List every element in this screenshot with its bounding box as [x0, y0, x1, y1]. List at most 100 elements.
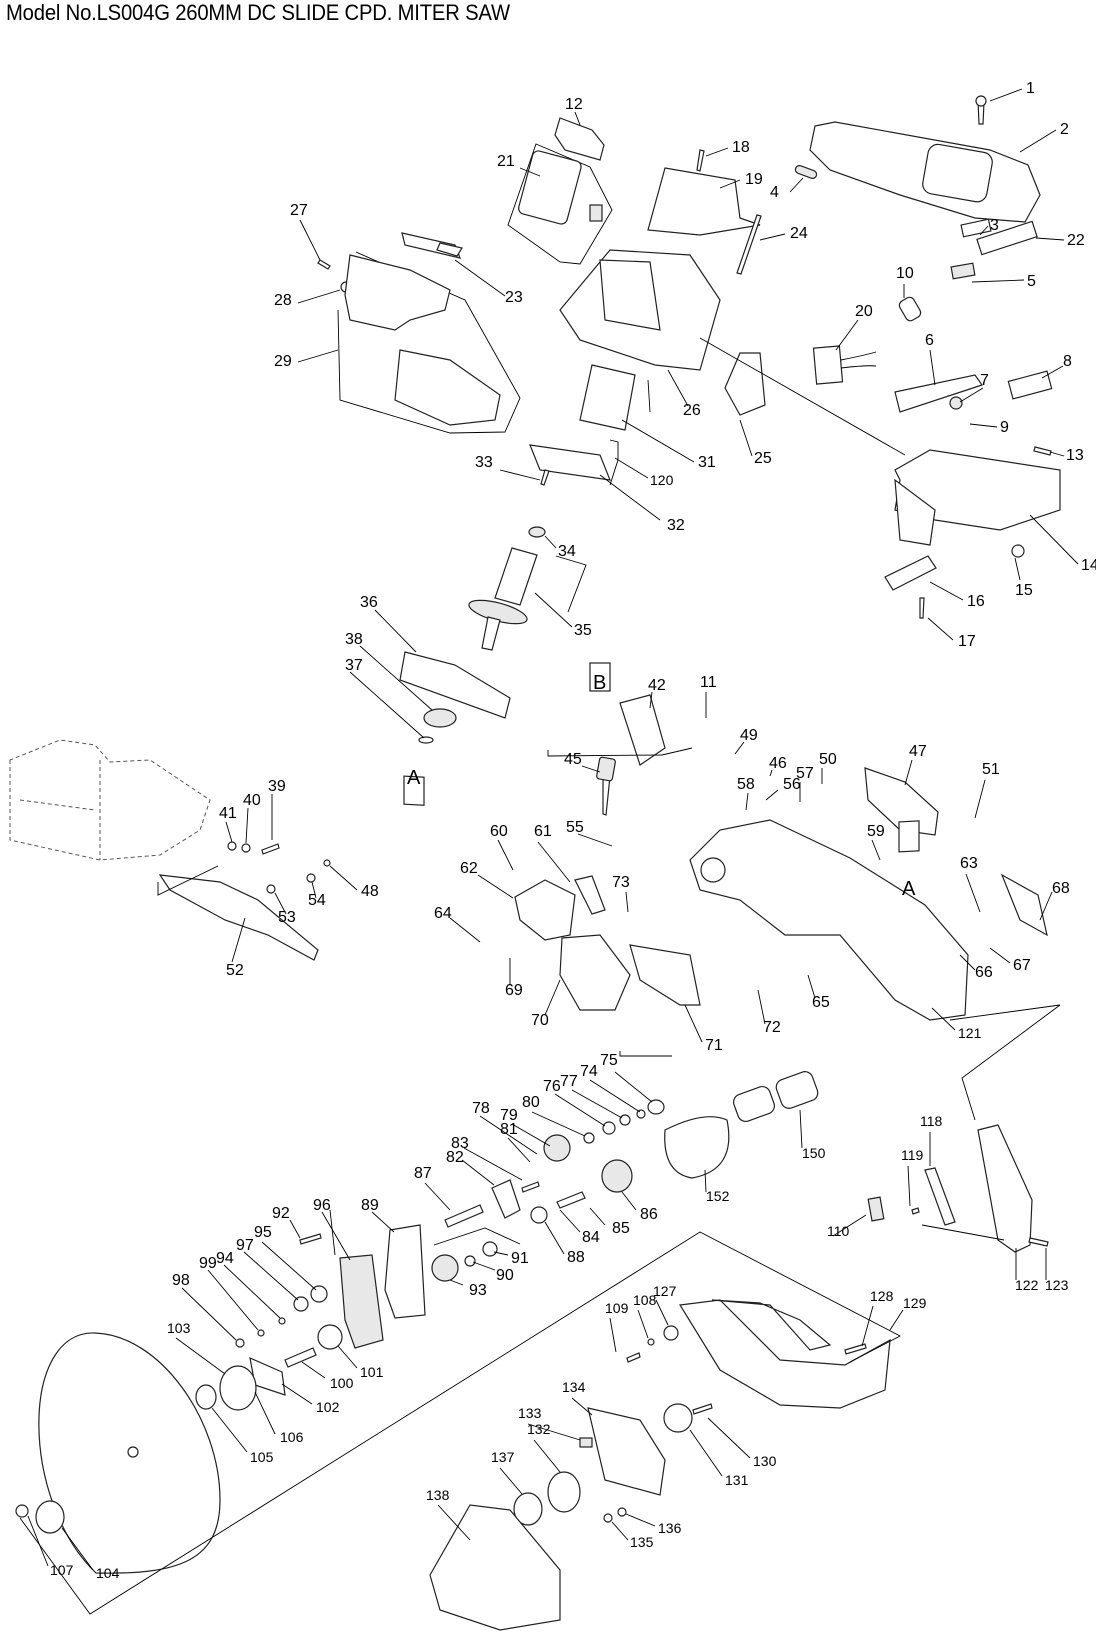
callout-label-75: 75: [600, 1052, 618, 1069]
leader-line-35: [534, 592, 573, 628]
callout-label-41: 41: [219, 805, 237, 822]
leader-line-92: [289, 1219, 301, 1239]
part-18: [696, 149, 705, 172]
part-14-front: [894, 478, 936, 546]
leader-line-58: [745, 792, 749, 811]
part-10: [898, 296, 922, 322]
leader-line-12: [574, 111, 581, 126]
callout-label-15: 15: [1015, 582, 1033, 599]
leader-line-134: [571, 1397, 593, 1416]
callout-label-104: 104: [96, 1565, 120, 1581]
callout-label-109: 109: [605, 1300, 629, 1316]
part-37: [418, 736, 434, 744]
part-83: [521, 1181, 540, 1193]
leader-line-82: [461, 1159, 495, 1186]
part-43: [436, 242, 463, 257]
leader-line-25: [739, 419, 753, 457]
callout-label-27: 27: [290, 202, 308, 219]
callout-label-80: 80: [522, 1094, 540, 1111]
part-61: [574, 875, 606, 915]
leader-line-84: [559, 1209, 581, 1233]
leader-line-15: [1014, 557, 1021, 581]
part-45-knob: [596, 756, 616, 782]
callout-label-94: 94: [216, 1250, 234, 1267]
leader-line-59: [871, 839, 881, 861]
leader-line-73: [625, 891, 629, 913]
callout-label-118: 118: [920, 1113, 943, 1129]
leader-line-40: [245, 807, 249, 844]
leader-line-72: [757, 989, 766, 1025]
callout-label-26: 26: [683, 402, 701, 419]
part-24: [736, 214, 762, 275]
callout-label-28: 28: [274, 292, 292, 309]
callout-label-14: 14: [1081, 557, 1096, 574]
leader-line-13: [1049, 451, 1065, 457]
callout-label-60: 60: [490, 823, 508, 840]
part-32: [529, 444, 611, 481]
callout-label-130: 130: [753, 1453, 777, 1469]
leader-line-16: [929, 581, 964, 601]
part-95: [310, 1285, 328, 1303]
part-8: [1007, 370, 1053, 400]
part-19: [647, 167, 761, 236]
part-132: [547, 1471, 581, 1513]
part-105: [195, 1384, 217, 1410]
part-118: [924, 1167, 956, 1226]
part-133: [579, 1437, 593, 1448]
part-40: [241, 843, 251, 853]
callout-label-87: 87: [414, 1165, 432, 1182]
leader-line-32: [599, 474, 661, 521]
part-35-shaft: [481, 616, 501, 651]
callout-label-121: 121: [958, 1025, 982, 1041]
callout-label-101: 101: [360, 1364, 384, 1380]
part-29-group: [337, 251, 521, 434]
leader-line-106: [254, 1391, 276, 1435]
part-89: [384, 1224, 426, 1319]
leader-line-85: [589, 1207, 606, 1226]
part-39: [261, 843, 280, 855]
part-42: [619, 694, 666, 766]
callout-label-93: 93: [469, 1282, 487, 1299]
part-96: [339, 1254, 384, 1349]
callout-label-8: 8: [1063, 353, 1072, 370]
leader-line-60: [497, 839, 514, 871]
diagram-title: Model No.LS004G 260MM DC SLIDE CPD. MITE…: [6, 0, 510, 25]
leader-line-1: [989, 88, 1023, 102]
leader-line-96: [321, 1211, 351, 1261]
callout-label-88: 88: [567, 1249, 585, 1266]
callout-label-67: 67: [1013, 957, 1031, 974]
callout-label-135: 135: [630, 1534, 654, 1550]
part-15: [1011, 544, 1025, 558]
callout-label-136: 136: [658, 1520, 682, 1536]
callout-label-29: 29: [274, 353, 292, 370]
part-34: [528, 526, 546, 538]
leader-line-31: [621, 419, 695, 463]
leader-line-56: [765, 789, 779, 801]
callout-label-38: 38: [345, 631, 363, 648]
part-101: [317, 1324, 343, 1350]
leader-line-8: [1041, 365, 1064, 379]
callout-label-22: 22: [1067, 232, 1085, 249]
leader-line-76: [554, 1093, 606, 1127]
callout-label-66: 66: [975, 964, 993, 981]
callout-label-3: 3: [990, 217, 999, 234]
part-84: [556, 1191, 586, 1209]
leader-line-119: [907, 1165, 911, 1207]
callout-label-131: 131: [725, 1472, 749, 1488]
reference-marker-A-left: A: [403, 767, 425, 806]
callout-label-68: 68: [1052, 880, 1070, 897]
leader-line-2: [1019, 129, 1057, 153]
part-80: [583, 1132, 595, 1144]
callout-label-33: 33: [475, 454, 493, 471]
part-131: [663, 1403, 693, 1433]
callout-label-4: 4: [770, 184, 779, 201]
part-3: [960, 218, 992, 238]
leader-line-93: [449, 1279, 464, 1286]
svg-text:A: A: [407, 767, 421, 789]
part-6: [894, 374, 983, 413]
part-68: [1000, 873, 1048, 937]
part-31: [579, 364, 636, 431]
callout-label-150: 150: [802, 1145, 826, 1161]
part-92: [299, 1233, 322, 1245]
callout-label-58: 58: [737, 776, 755, 793]
